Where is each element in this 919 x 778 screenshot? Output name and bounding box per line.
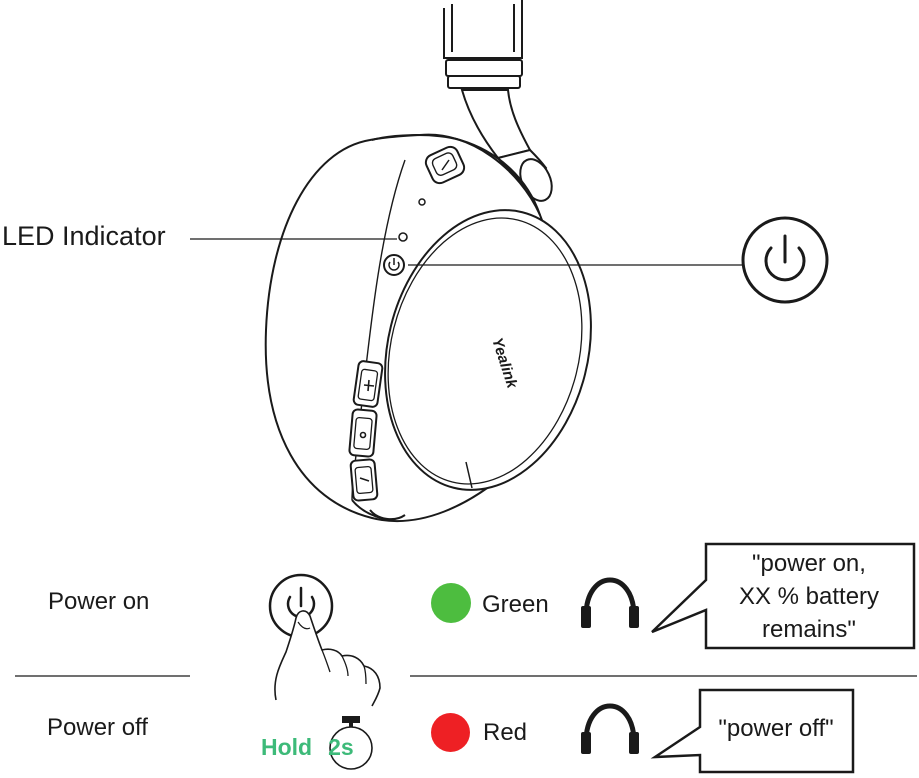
hold-word: Hold: [261, 734, 313, 760]
led-indicator-label: LED Indicator: [2, 221, 166, 251]
power-on-prompt-line: "power on,: [752, 550, 866, 577]
power-on-prompt-line: XX % battery: [738, 583, 880, 610]
speech-bubble-power-on: [651, 542, 916, 650]
stopwatch-icon: [329, 716, 373, 770]
power-off-prompt-line: "power off": [718, 715, 834, 742]
volume-symbols: [359, 379, 375, 482]
ear-cup: [264, 133, 592, 523]
mic-hole: [418, 198, 426, 206]
mute-button: [424, 145, 466, 185]
led-indicator: [398, 232, 408, 242]
green-led-label: Green: [482, 591, 549, 618]
speech-bubble-power-off: [650, 688, 855, 774]
power-icon: [741, 216, 829, 304]
cup-power-button: [383, 254, 405, 276]
headset-icon: [581, 703, 639, 754]
hold-duration: 2s: [328, 734, 354, 760]
headset-icon: [581, 577, 639, 628]
red-led-label: Red: [483, 719, 528, 746]
green-led-dot: [431, 583, 471, 623]
power-on-prompt: "power on, XX % battery remains": [706, 547, 912, 646]
power-off-label: Power off: [47, 714, 148, 741]
hold-duration-label: Hold 2s: [261, 734, 354, 761]
power-on-prompt-line: remains": [762, 616, 856, 643]
power-off-prompt: "power off": [700, 712, 852, 745]
red-led-dot: [431, 713, 470, 752]
power-on-label: Power on: [48, 588, 150, 615]
finger-press-icon: [268, 573, 381, 707]
